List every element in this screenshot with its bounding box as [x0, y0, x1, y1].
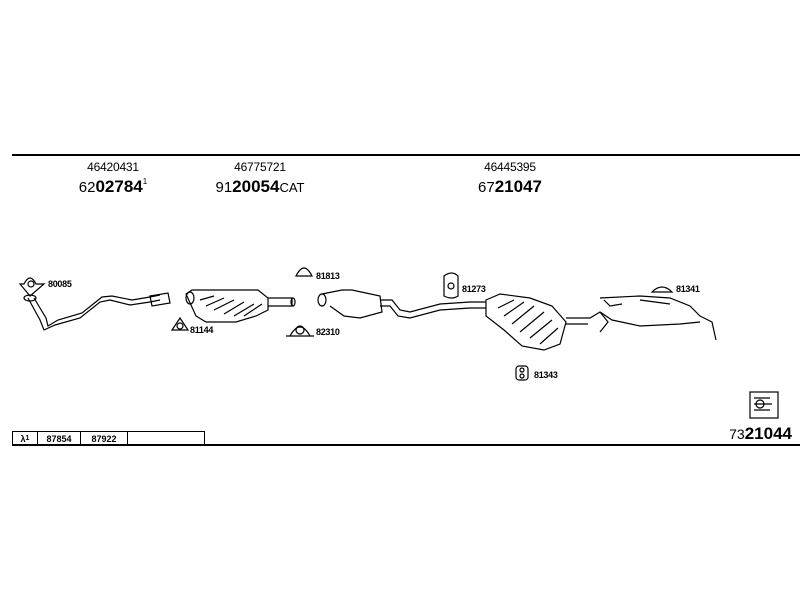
middle-muffler [317, 289, 486, 319]
lambda-cell: 87854 [38, 432, 81, 445]
kit-number: 7321044 [729, 424, 792, 443]
clamp-icon [170, 316, 190, 331]
bottom-rule [12, 444, 800, 446]
catalytic-converter [185, 289, 296, 323]
lambda-cell [128, 432, 204, 445]
part-group-catalyst: 46775721 9120054CAT [200, 160, 320, 197]
oem-number: 46775721 [234, 160, 286, 174]
info-icon [749, 391, 779, 419]
part-number: 62027841 [78, 177, 148, 196]
top-rule [12, 154, 800, 156]
clamp-icon [286, 325, 314, 337]
hanger-icon [650, 286, 674, 293]
rear-muffler [485, 293, 609, 351]
part-number: 9120054CAT [215, 177, 305, 196]
tail-muffler [599, 295, 717, 341]
label-hanger-mid: 81813 [316, 271, 340, 281]
label-hanger-rear-1: 81273 [462, 284, 486, 294]
hanger-icon [295, 267, 313, 277]
label-clamp-cat: 81144 [190, 325, 214, 335]
mount-icon [515, 365, 529, 381]
hanger-icon [443, 272, 459, 299]
lambda-cell: 87922 [81, 432, 128, 445]
label-mount-rear: 81343 [534, 370, 558, 380]
front-pipe [23, 292, 171, 331]
part-group-rear-section: 46445395 6721047 [450, 160, 570, 197]
oem-number: 46445395 [484, 160, 536, 174]
part-number: 6721047 [478, 177, 542, 196]
gasket-icon [18, 277, 46, 297]
oem-number: 46420431 [87, 160, 139, 174]
label-clamp-mid: 82310 [316, 327, 340, 337]
label-gasket-front: 80085 [48, 279, 72, 289]
label-hanger-rear-2: 81341 [676, 284, 700, 294]
part-group-front-pipe: 46420431 62027841 [58, 160, 168, 197]
